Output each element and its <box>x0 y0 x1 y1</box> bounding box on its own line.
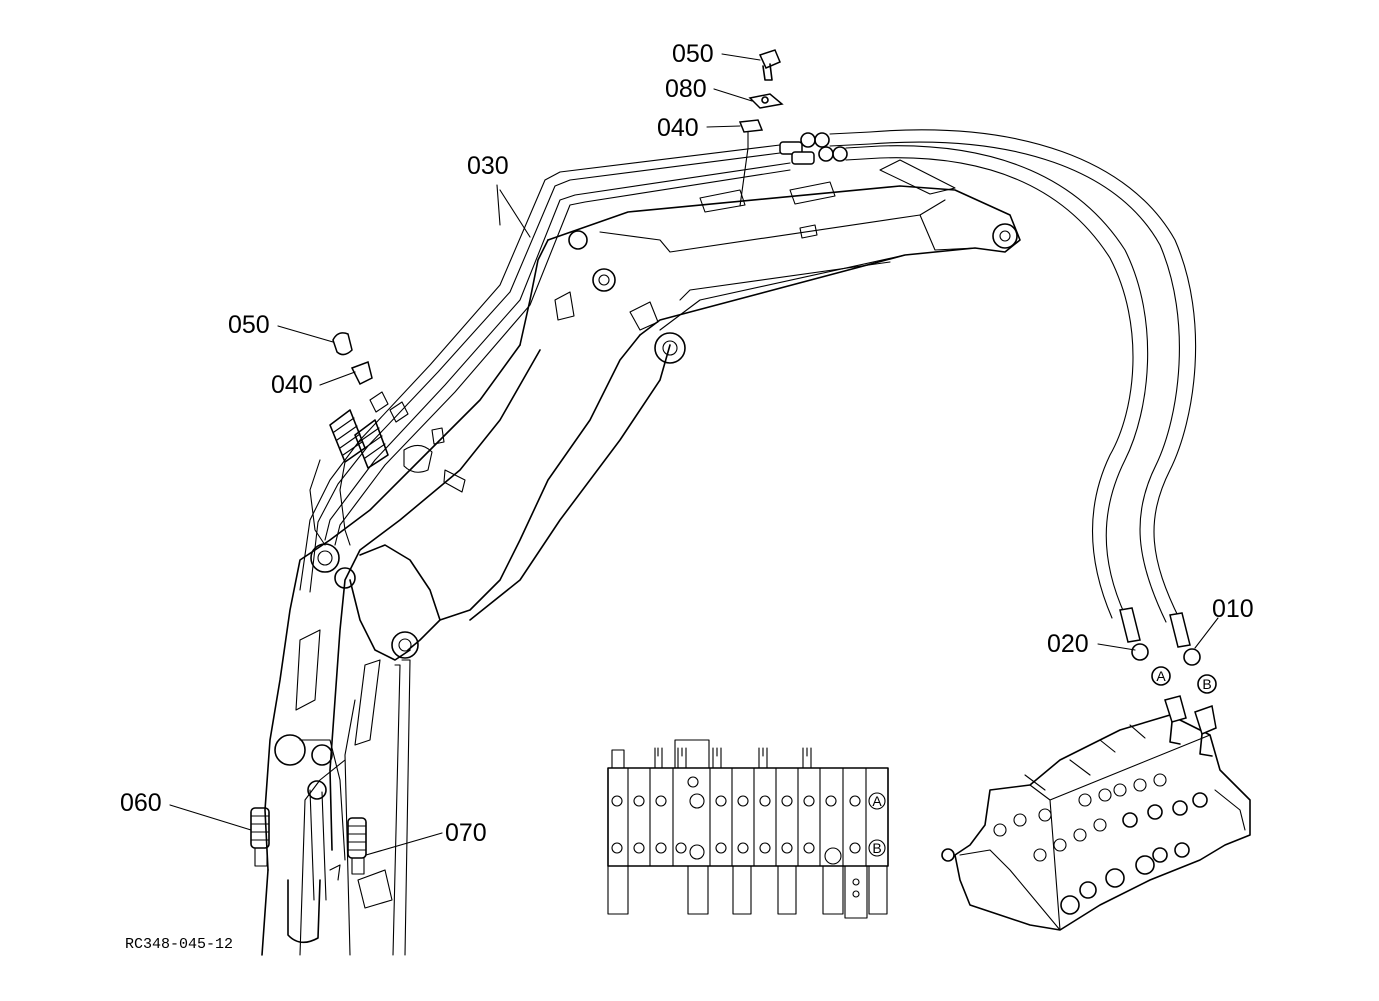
valve-section-schematic: A B <box>607 739 889 919</box>
callout-leaders <box>169 53 1219 856</box>
port-a-label: A <box>1156 668 1166 684</box>
figure-reference-code: RC348-045-12 <box>125 936 233 953</box>
lower-spring-guards <box>250 807 367 875</box>
callout-010: 010 <box>1212 595 1254 623</box>
boom-arm-structure <box>261 159 1021 956</box>
port-b-label: B <box>1202 676 1211 692</box>
port-markers: A B <box>1151 666 1217 694</box>
callout-040-top: 040 <box>657 114 699 142</box>
valve-spool-ends <box>941 773 1208 915</box>
callout-020: 020 <box>1047 630 1089 658</box>
top-hose-fittings <box>779 131 881 165</box>
port-a-circle <box>1151 666 1171 686</box>
schematic-port-b-label: B <box>872 840 881 856</box>
boom-hose-lines <box>299 129 1197 623</box>
left-spring-guards <box>329 409 389 469</box>
callout-060: 060 <box>120 789 162 817</box>
port-b-circle <box>1197 674 1217 694</box>
callout-030: 030 <box>467 152 509 180</box>
valve-hose-end-fittings <box>1119 607 1201 666</box>
callout-050-left: 050 <box>228 311 270 339</box>
callout-labels: 050 080 040 030 050 040 010 020 060 070 <box>120 40 1254 847</box>
top-clamp-parts <box>738 49 784 207</box>
callout-040-left: 040 <box>271 371 313 399</box>
callout-050-top: 050 <box>672 40 714 68</box>
callout-080: 080 <box>665 75 707 103</box>
control-valve-assembly <box>941 695 1251 931</box>
callout-070: 070 <box>445 819 487 847</box>
schematic-port-a-label: A <box>872 793 882 809</box>
